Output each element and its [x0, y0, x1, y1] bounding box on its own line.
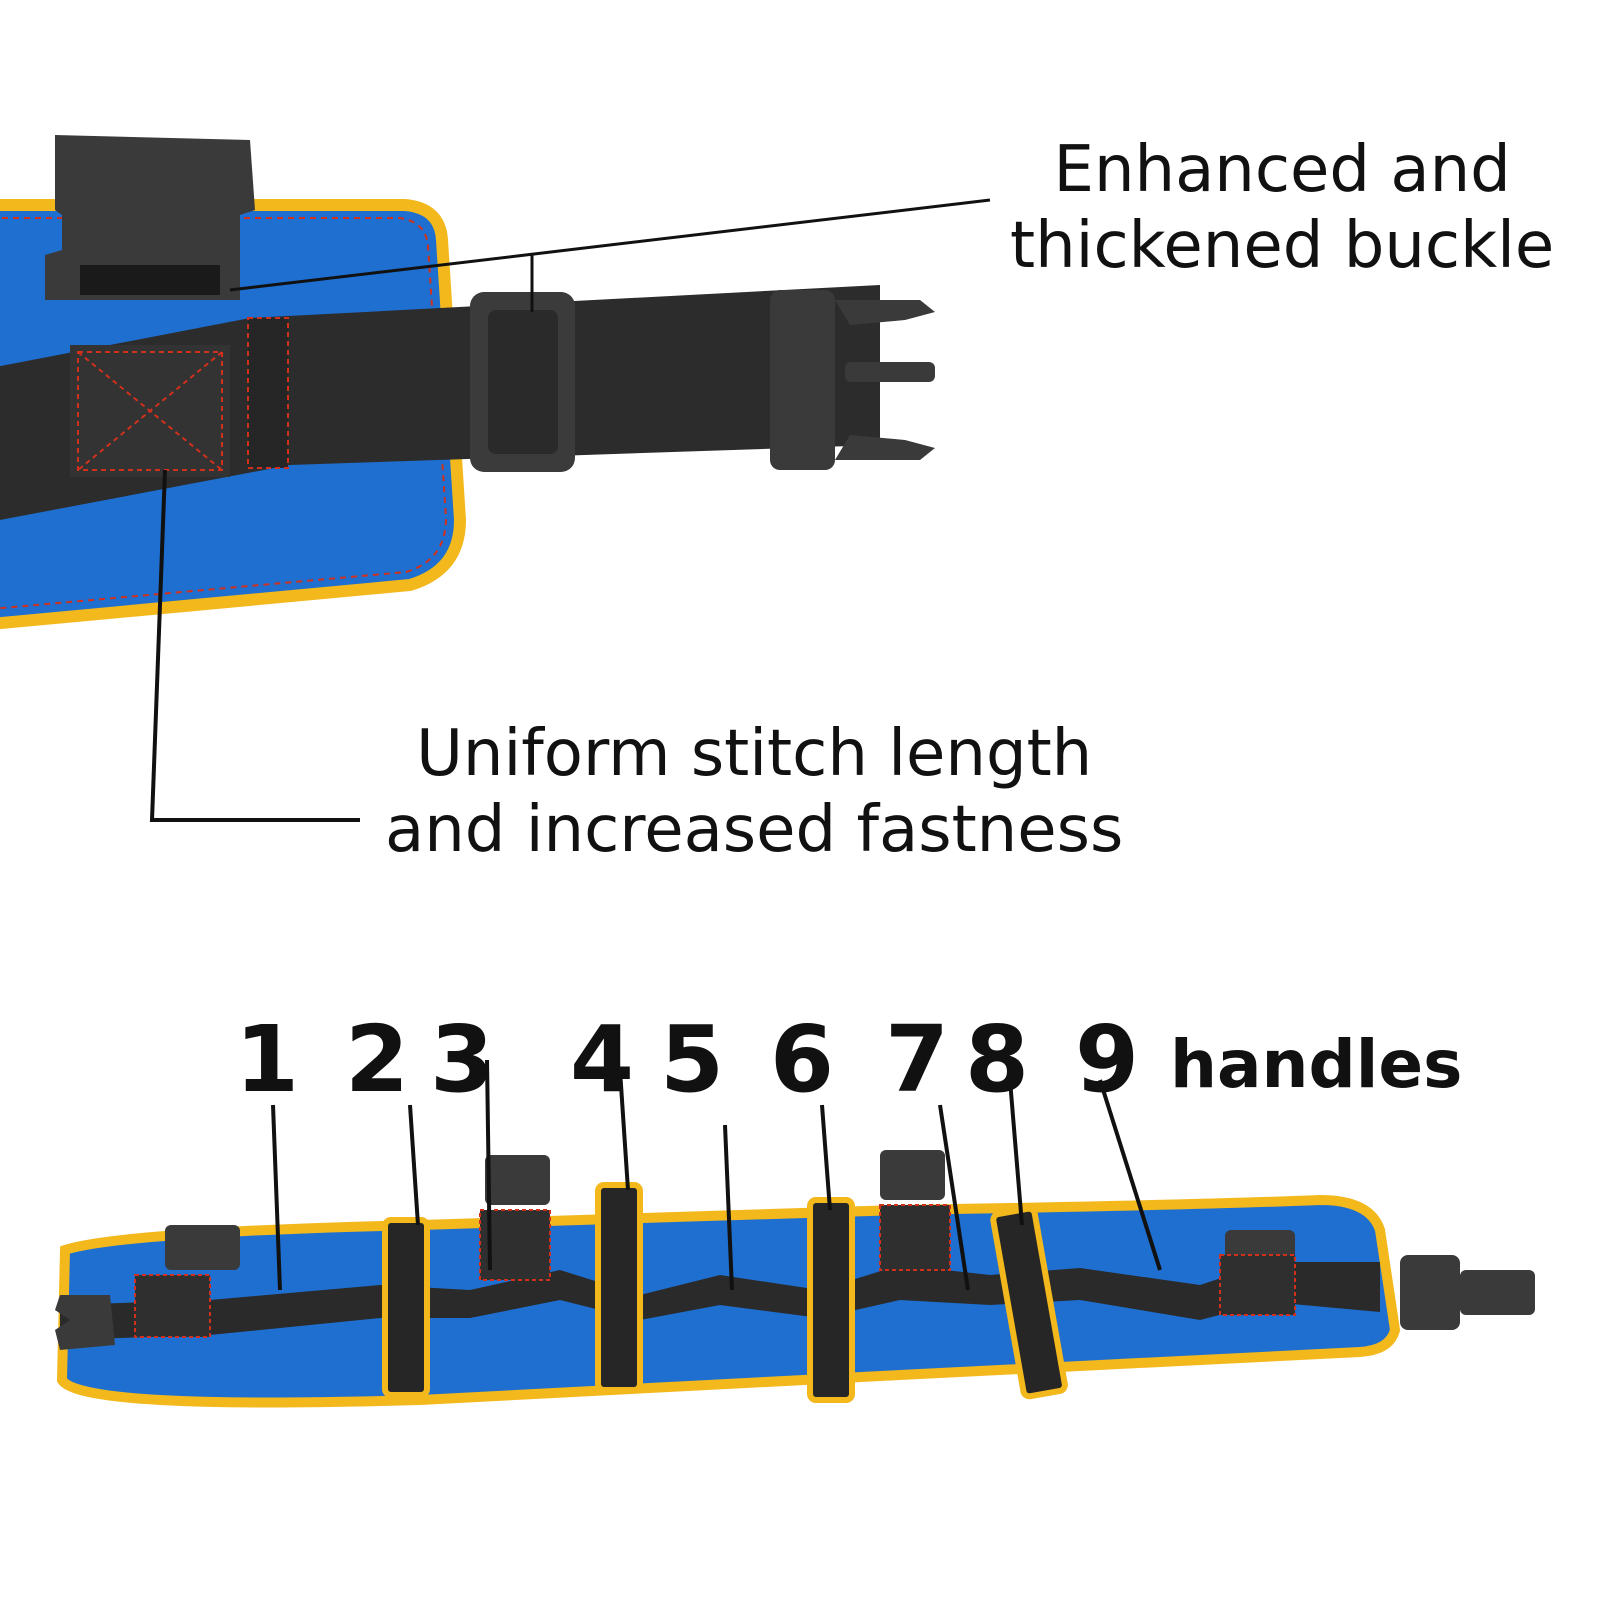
- buckle-icon: [45, 135, 255, 300]
- handle-number-6: 6: [770, 1006, 835, 1113]
- stitch-caption-line2: and increased fastness: [385, 793, 1124, 867]
- handles-label: handles: [1170, 1026, 1463, 1103]
- belt-pad-stitch: [0, 217, 448, 610]
- stitch-callout-line: [149, 469, 360, 822]
- belt-full: [55, 1059, 1535, 1408]
- handle-callout-lines: [271, 1059, 1162, 1291]
- handle-number-1: 1: [235, 1006, 300, 1113]
- belt-closeup: [0, 135, 991, 822]
- handle-number-8: 8: [965, 1006, 1030, 1113]
- buckle-caption-line2: thickened buckle: [1010, 209, 1555, 283]
- stitched-patch: [70, 345, 230, 477]
- handle-number-7: 7: [885, 1006, 950, 1113]
- top-buckle-2-icon: [880, 1150, 945, 1200]
- buckle-callout-line: [229, 198, 991, 292]
- handle-number-3: 3: [430, 1006, 495, 1113]
- tri-glide-icon: [470, 292, 575, 472]
- handle-number-2: 2: [345, 1006, 410, 1113]
- buckle-caption-line1: Enhanced and: [1053, 133, 1511, 207]
- male-buckle-icon: [770, 290, 935, 470]
- buckle-caption: Enhanced and thickened buckle: [1010, 132, 1554, 284]
- stitch-caption-line1: Uniform stitch length: [416, 717, 1093, 791]
- handle-number-5: 5: [660, 1006, 725, 1113]
- top-buckle-1-icon: [485, 1155, 550, 1205]
- handle-number-9: 9: [1075, 1006, 1140, 1113]
- stitch-caption: Uniform stitch length and increased fast…: [385, 716, 1123, 868]
- strap-fold: [247, 317, 289, 469]
- belt-full-strap: [60, 1262, 1380, 1340]
- left-buckle-icon: [55, 1225, 240, 1350]
- handle-number-4: 4: [570, 1006, 635, 1113]
